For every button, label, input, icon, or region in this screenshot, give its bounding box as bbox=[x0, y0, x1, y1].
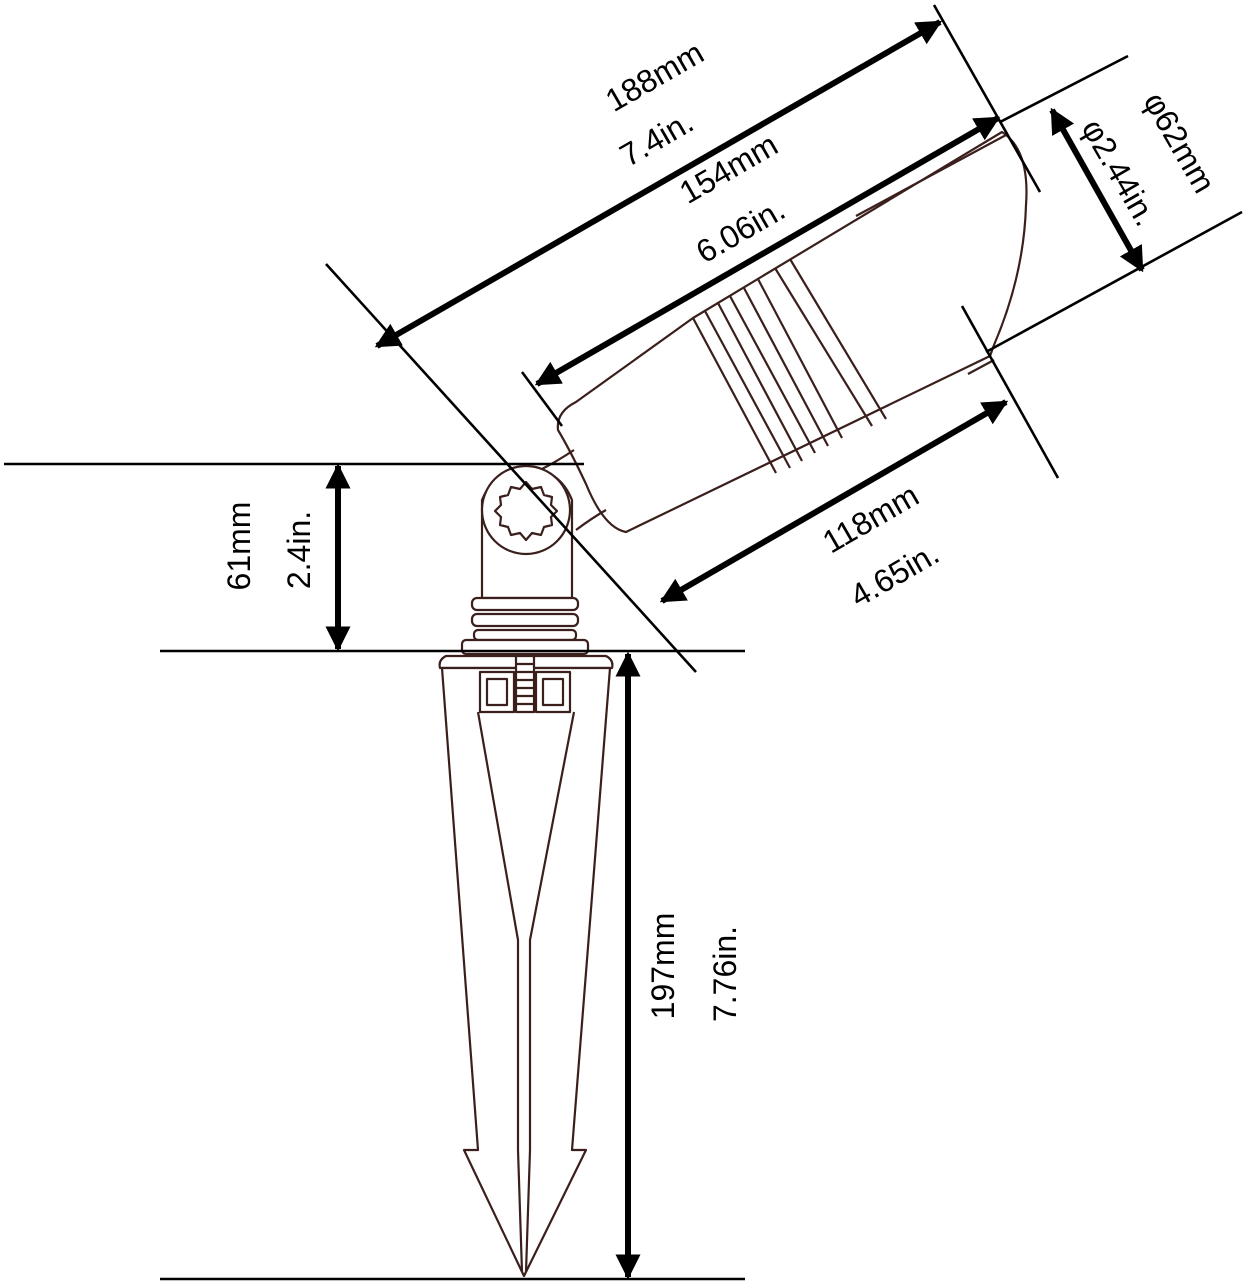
diameter-arrow bbox=[1049, 107, 1145, 273]
diameter-top-extension-line bbox=[999, 54, 1129, 124]
overall-length-mm-label: 188mm bbox=[599, 34, 709, 119]
extension-lines bbox=[4, 4, 1243, 1281]
diameter-mm-label: φ62mm bbox=[1137, 86, 1223, 199]
ground-stake-drawing bbox=[438, 654, 614, 1278]
lamp-head-drawing bbox=[539, 130, 1028, 534]
stake-length-mm-label: 197mm bbox=[645, 913, 681, 1020]
stake-tip-ridge bbox=[516, 1149, 532, 1273]
head-length-arrow bbox=[659, 399, 1009, 604]
stake-set-screw-thread bbox=[516, 662, 534, 706]
stake-set-screw bbox=[514, 654, 536, 714]
lens-extension-line bbox=[960, 305, 1060, 479]
knuckle-drawing bbox=[460, 464, 590, 656]
lamp-front-extension-line bbox=[932, 4, 1042, 193]
body-length-arrow bbox=[534, 115, 1001, 387]
knuckle-height-in-label: 2.4in. bbox=[281, 511, 317, 589]
collar-ring-1 bbox=[470, 596, 580, 612]
body-back-extension-line bbox=[520, 371, 564, 427]
diameter-bottom-extension-line bbox=[985, 210, 1243, 354]
stake-length-in-label: 7.76in. bbox=[707, 926, 743, 1022]
stake-inner-left-rib bbox=[476, 711, 520, 1150]
stake-window-left-inner bbox=[485, 677, 509, 707]
knuckle-spline-gear bbox=[493, 480, 559, 542]
collar-ring-2 bbox=[470, 612, 580, 628]
stake-inner-right-rib bbox=[528, 711, 576, 1150]
dimension-labels: 188mm 7.4in. 154mm 6.06in. 118mm 4.65in.… bbox=[221, 34, 1223, 1022]
head-length-in-label: 4.65in. bbox=[844, 535, 945, 614]
collar-ring-3 bbox=[472, 628, 578, 642]
overall-length-in-label: 7.4in. bbox=[614, 103, 700, 173]
knuckle-height-mm-label: 61mm bbox=[221, 502, 257, 591]
stake-body bbox=[440, 666, 612, 1278]
dimension-arrows bbox=[325, 19, 1145, 1280]
stake-window-right-inner bbox=[541, 677, 565, 707]
